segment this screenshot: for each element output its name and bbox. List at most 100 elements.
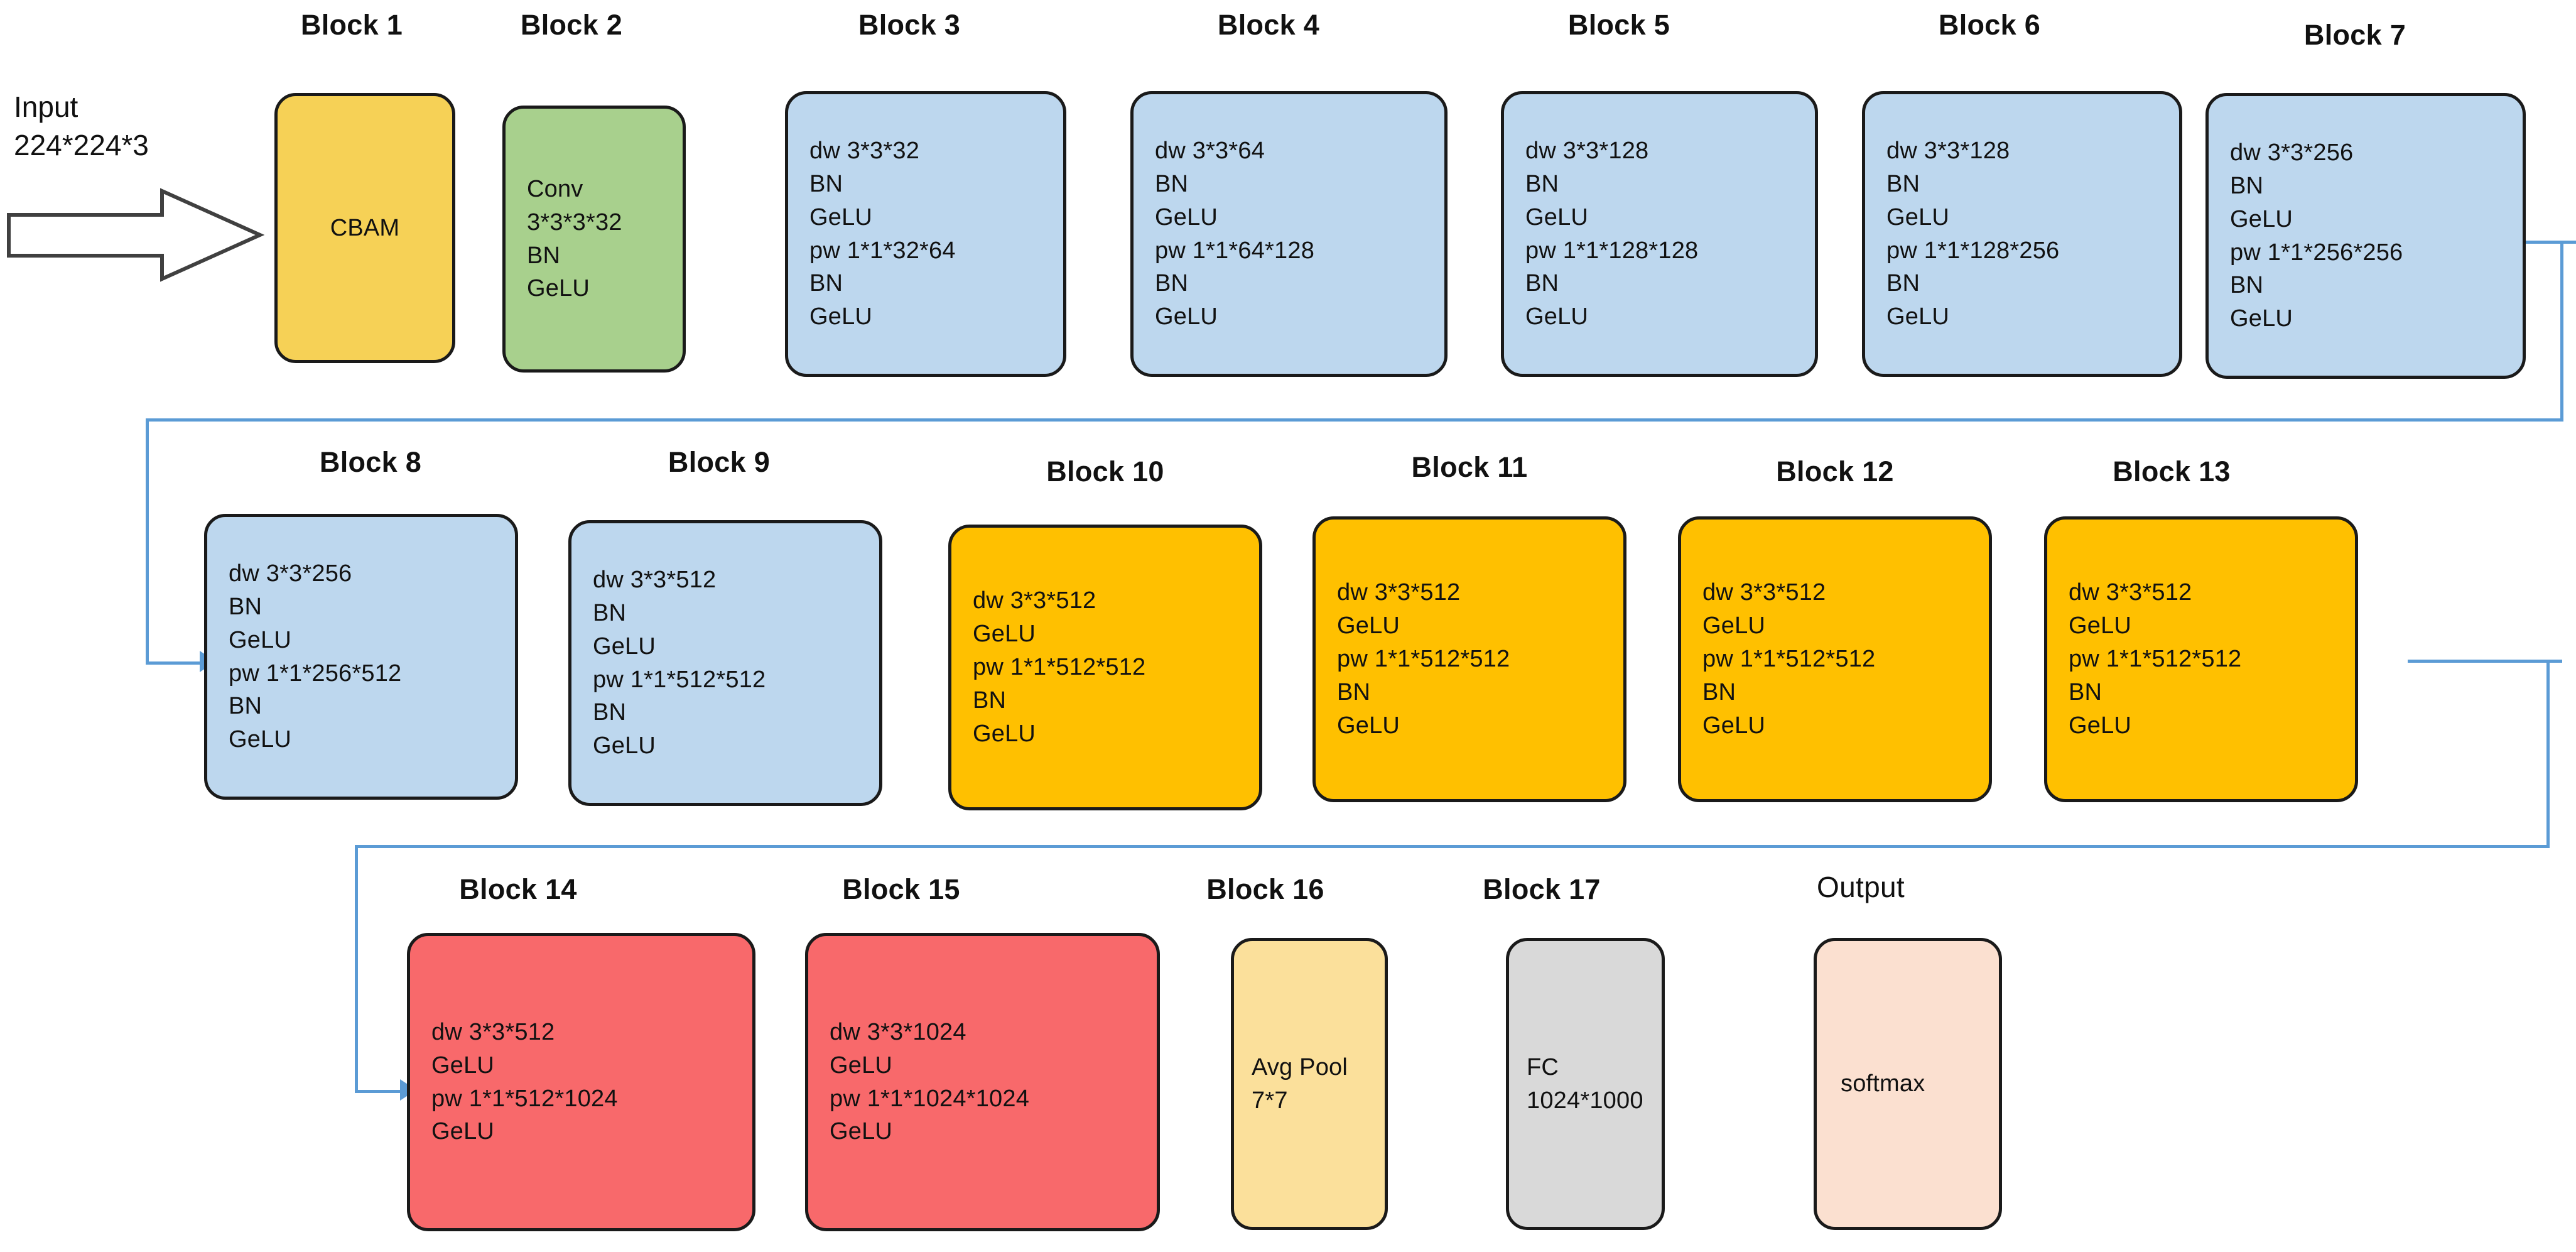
block-4-line-4: pw 1*1*64*128 — [1155, 237, 1315, 264]
block-6-line-2: BN — [1886, 170, 1920, 197]
connector-row1-row2-segment-left — [146, 418, 149, 663]
block-10-line-4: BN — [973, 687, 1007, 714]
caption-block-8: Block 8 — [319, 446, 422, 478]
block-12-line-3: pw 1*1*512*512 — [1702, 646, 1876, 673]
block-3-line-1: dw 3*3*32 — [809, 138, 920, 165]
connector-row2-row3-segment-right — [2546, 660, 2550, 847]
block-4-line-6: GeLU — [1155, 303, 1218, 330]
block-4-line-5: BN — [1155, 270, 1189, 297]
block-3-line-4: pw 1*1*32*64 — [809, 237, 956, 264]
caption-block-13: Block 13 — [2113, 455, 2231, 487]
block-15-line-3: pw 1*1*1024*1024 — [830, 1085, 1030, 1112]
caption-block-10: Block 10 — [1046, 455, 1164, 487]
block-6-line-4: pw 1*1*128*256 — [1886, 237, 2060, 264]
block-output-line-1: softmax — [1841, 1070, 1925, 1097]
block-8-line-2: BN — [229, 593, 262, 620]
block-3-line-3: GeLU — [809, 204, 873, 231]
block-output[interactable]: softmax — [1814, 938, 2002, 1230]
block-7-line-3: GeLU — [2230, 205, 2293, 232]
block-14-line-3: pw 1*1*512*1024 — [431, 1085, 618, 1112]
block-7-line-5: BN — [2230, 272, 2264, 299]
block-17-line-2: 1024*1000 — [1527, 1087, 1643, 1114]
block-8-line-3: GeLU — [229, 626, 292, 653]
block-8-line-6: GeLU — [229, 726, 292, 753]
caption-block-9: Block 9 — [668, 446, 771, 478]
block-2-line-3: BN — [527, 242, 561, 269]
block-11[interactable]: dw 3*3*512 GeLU pw 1*1*512*512 BN GeLU — [1312, 516, 1626, 802]
block-9-line-4: pw 1*1*512*512 — [593, 666, 766, 693]
caption-block-4: Block 4 — [1217, 9, 1320, 41]
connector-row2-row3-segment-left — [355, 845, 358, 1091]
block-10-line-1: dw 3*3*512 — [973, 587, 1096, 614]
block-12-line-5: GeLU — [1702, 712, 1766, 739]
caption-output: Output — [1817, 871, 1905, 903]
block-14-line-4: GeLU — [431, 1118, 495, 1145]
caption-block-12: Block 12 — [1776, 455, 1894, 487]
block-5-line-4: pw 1*1*128*128 — [1525, 237, 1699, 264]
block-6-line-6: GeLU — [1886, 303, 1950, 330]
block-12-line-1: dw 3*3*512 — [1702, 579, 1826, 606]
input-label: Input 224*224*3 — [14, 88, 149, 165]
block-9-line-6: GeLU — [593, 732, 656, 759]
block-14-line-2: GeLU — [431, 1052, 495, 1079]
block-3-line-6: GeLU — [809, 303, 873, 330]
block-6[interactable]: dw 3*3*128 BN GeLU pw 1*1*128*256 BN GeL… — [1862, 91, 2182, 377]
block-2[interactable]: Conv 3*3*3*32 BN GeLU — [502, 106, 686, 373]
block-7-line-6: GeLU — [2230, 305, 2293, 332]
block-8-line-4: pw 1*1*256*512 — [229, 660, 402, 687]
block-4-line-1: dw 3*3*64 — [1155, 138, 1265, 165]
block-7-line-2: BN — [2230, 172, 2264, 199]
block-14-line-1: dw 3*3*512 — [431, 1018, 555, 1045]
block-15[interactable]: dw 3*3*1024 GeLU pw 1*1*1024*1024 GeLU — [805, 933, 1160, 1231]
input-label-line2: 224*224*3 — [14, 129, 149, 162]
block-14[interactable]: dw 3*3*512 GeLU pw 1*1*512*1024 GeLU — [407, 933, 755, 1231]
block-13-line-2: GeLU — [2069, 612, 2132, 640]
block-13-line-5: GeLU — [2069, 712, 2132, 739]
block-10[interactable]: dw 3*3*512 GeLU pw 1*1*512*512 BN GeLU — [948, 525, 1262, 810]
block-9-line-3: GeLU — [593, 633, 656, 660]
block-5-line-5: BN — [1525, 270, 1559, 297]
caption-block-7: Block 7 — [2303, 19, 2406, 51]
block-9-line-1: dw 3*3*512 — [593, 567, 717, 594]
connector-row1-row2-segment-entry — [146, 661, 201, 665]
block-5[interactable]: dw 3*3*128 BN GeLU pw 1*1*128*128 BN GeL… — [1501, 91, 1818, 377]
block-16[interactable]: Avg Pool 7*7 — [1231, 938, 1388, 1230]
block-13[interactable]: dw 3*3*512 GeLU pw 1*1*512*512 BN GeLU — [2044, 516, 2358, 802]
caption-block-14: Block 14 — [459, 873, 577, 905]
block-8[interactable]: dw 3*3*256 BN GeLU pw 1*1*256*512 BN GeL… — [204, 514, 518, 800]
block-5-line-6: GeLU — [1525, 303, 1589, 330]
block-4-line-2: BN — [1155, 170, 1189, 197]
caption-block-17: Block 17 — [1483, 873, 1601, 905]
block-11-line-2: GeLU — [1337, 612, 1400, 640]
caption-block-1: Block 1 — [300, 9, 403, 41]
block-6-line-5: BN — [1886, 270, 1920, 297]
block-11-line-5: GeLU — [1337, 712, 1400, 739]
connector-row2-row3-segment-entry — [355, 1090, 401, 1093]
block-3[interactable]: dw 3*3*32 BN GeLU pw 1*1*32*64 BN GeLU — [785, 91, 1066, 377]
caption-block-3: Block 3 — [858, 9, 961, 41]
block-12[interactable]: dw 3*3*512 GeLU pw 1*1*512*512 BN GeLU — [1678, 516, 1992, 802]
connector-row2-row3-segment-bottom — [355, 845, 2550, 848]
connector-row1-row2-segment-right — [2560, 241, 2563, 421]
block-5-line-2: BN — [1525, 170, 1559, 197]
block-1-line-1: CBAM — [330, 214, 400, 241]
block-1[interactable]: CBAM — [274, 93, 455, 363]
block-7[interactable]: dw 3*3*256 BN GeLU pw 1*1*256*256 BN GeL… — [2205, 93, 2526, 379]
block-7-line-1: dw 3*3*256 — [2230, 139, 2354, 166]
block-9-line-2: BN — [593, 599, 627, 626]
block-15-line-2: GeLU — [830, 1052, 893, 1079]
caption-block-15: Block 15 — [842, 873, 960, 905]
block-11-line-1: dw 3*3*512 — [1337, 579, 1461, 606]
block-7-line-4: pw 1*1*256*256 — [2230, 239, 2403, 266]
block-16-line-2: 7*7 — [1252, 1087, 1288, 1114]
block-4[interactable]: dw 3*3*64 BN GeLU pw 1*1*64*128 BN GeLU — [1130, 91, 1448, 377]
block-15-line-1: dw 3*3*1024 — [830, 1018, 966, 1045]
input-arrow-icon — [7, 188, 265, 282]
block-10-line-3: pw 1*1*512*512 — [973, 654, 1146, 681]
block-17[interactable]: FC 1024*1000 — [1506, 938, 1665, 1230]
block-9[interactable]: dw 3*3*512 BN GeLU pw 1*1*512*512 BN GeL… — [568, 520, 882, 806]
block-5-line-3: GeLU — [1525, 204, 1589, 231]
block-2-line-4: GeLU — [527, 275, 590, 302]
block-2-line-2: 3*3*3*32 — [527, 209, 622, 236]
